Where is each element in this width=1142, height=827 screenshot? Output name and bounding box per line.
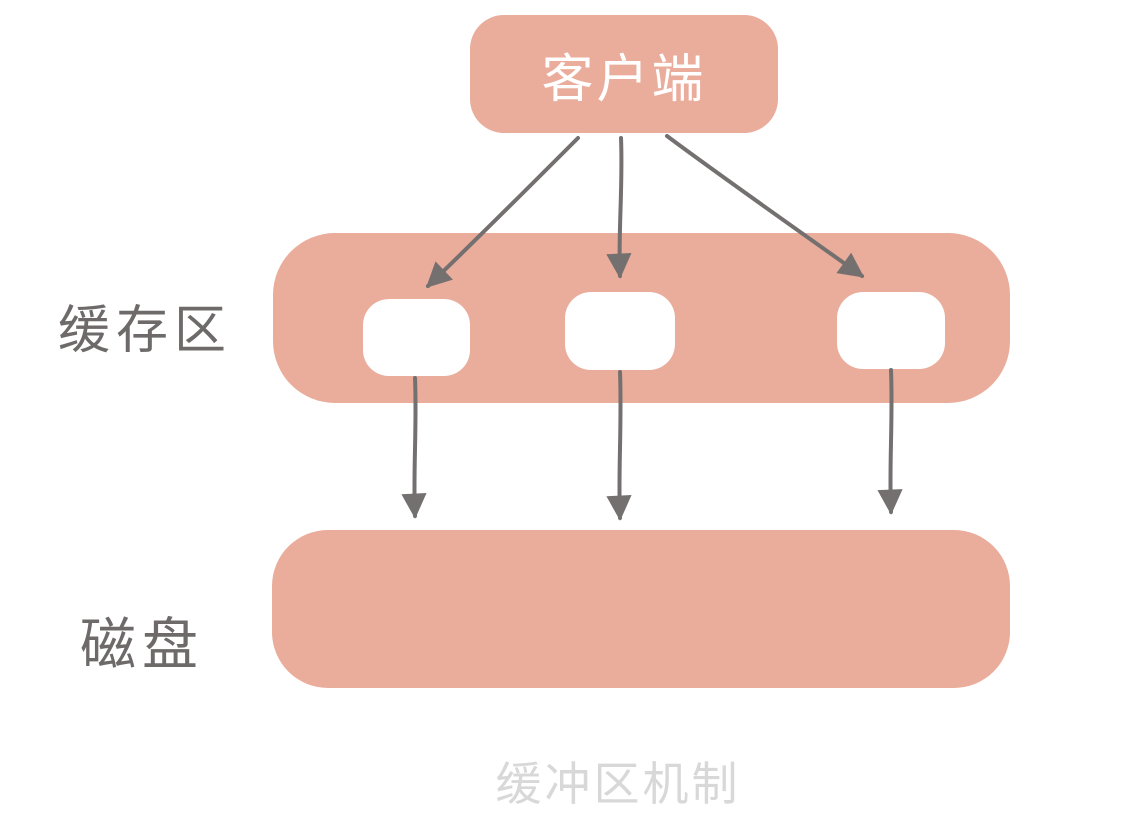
disk-node bbox=[272, 530, 1010, 688]
client-label: 客户端 bbox=[541, 49, 707, 110]
buffer-node bbox=[273, 233, 1010, 403]
client-node: 客户端 bbox=[470, 15, 778, 133]
diagram-caption: 缓冲区机制 bbox=[495, 757, 741, 811]
disk-label: 磁盘 bbox=[80, 613, 204, 678]
buffer-slot-2 bbox=[565, 292, 675, 370]
buffer-slot-1 bbox=[363, 299, 470, 376]
buffer-label: 缓存区 bbox=[58, 301, 233, 361]
buffer-slot-3 bbox=[837, 292, 945, 369]
